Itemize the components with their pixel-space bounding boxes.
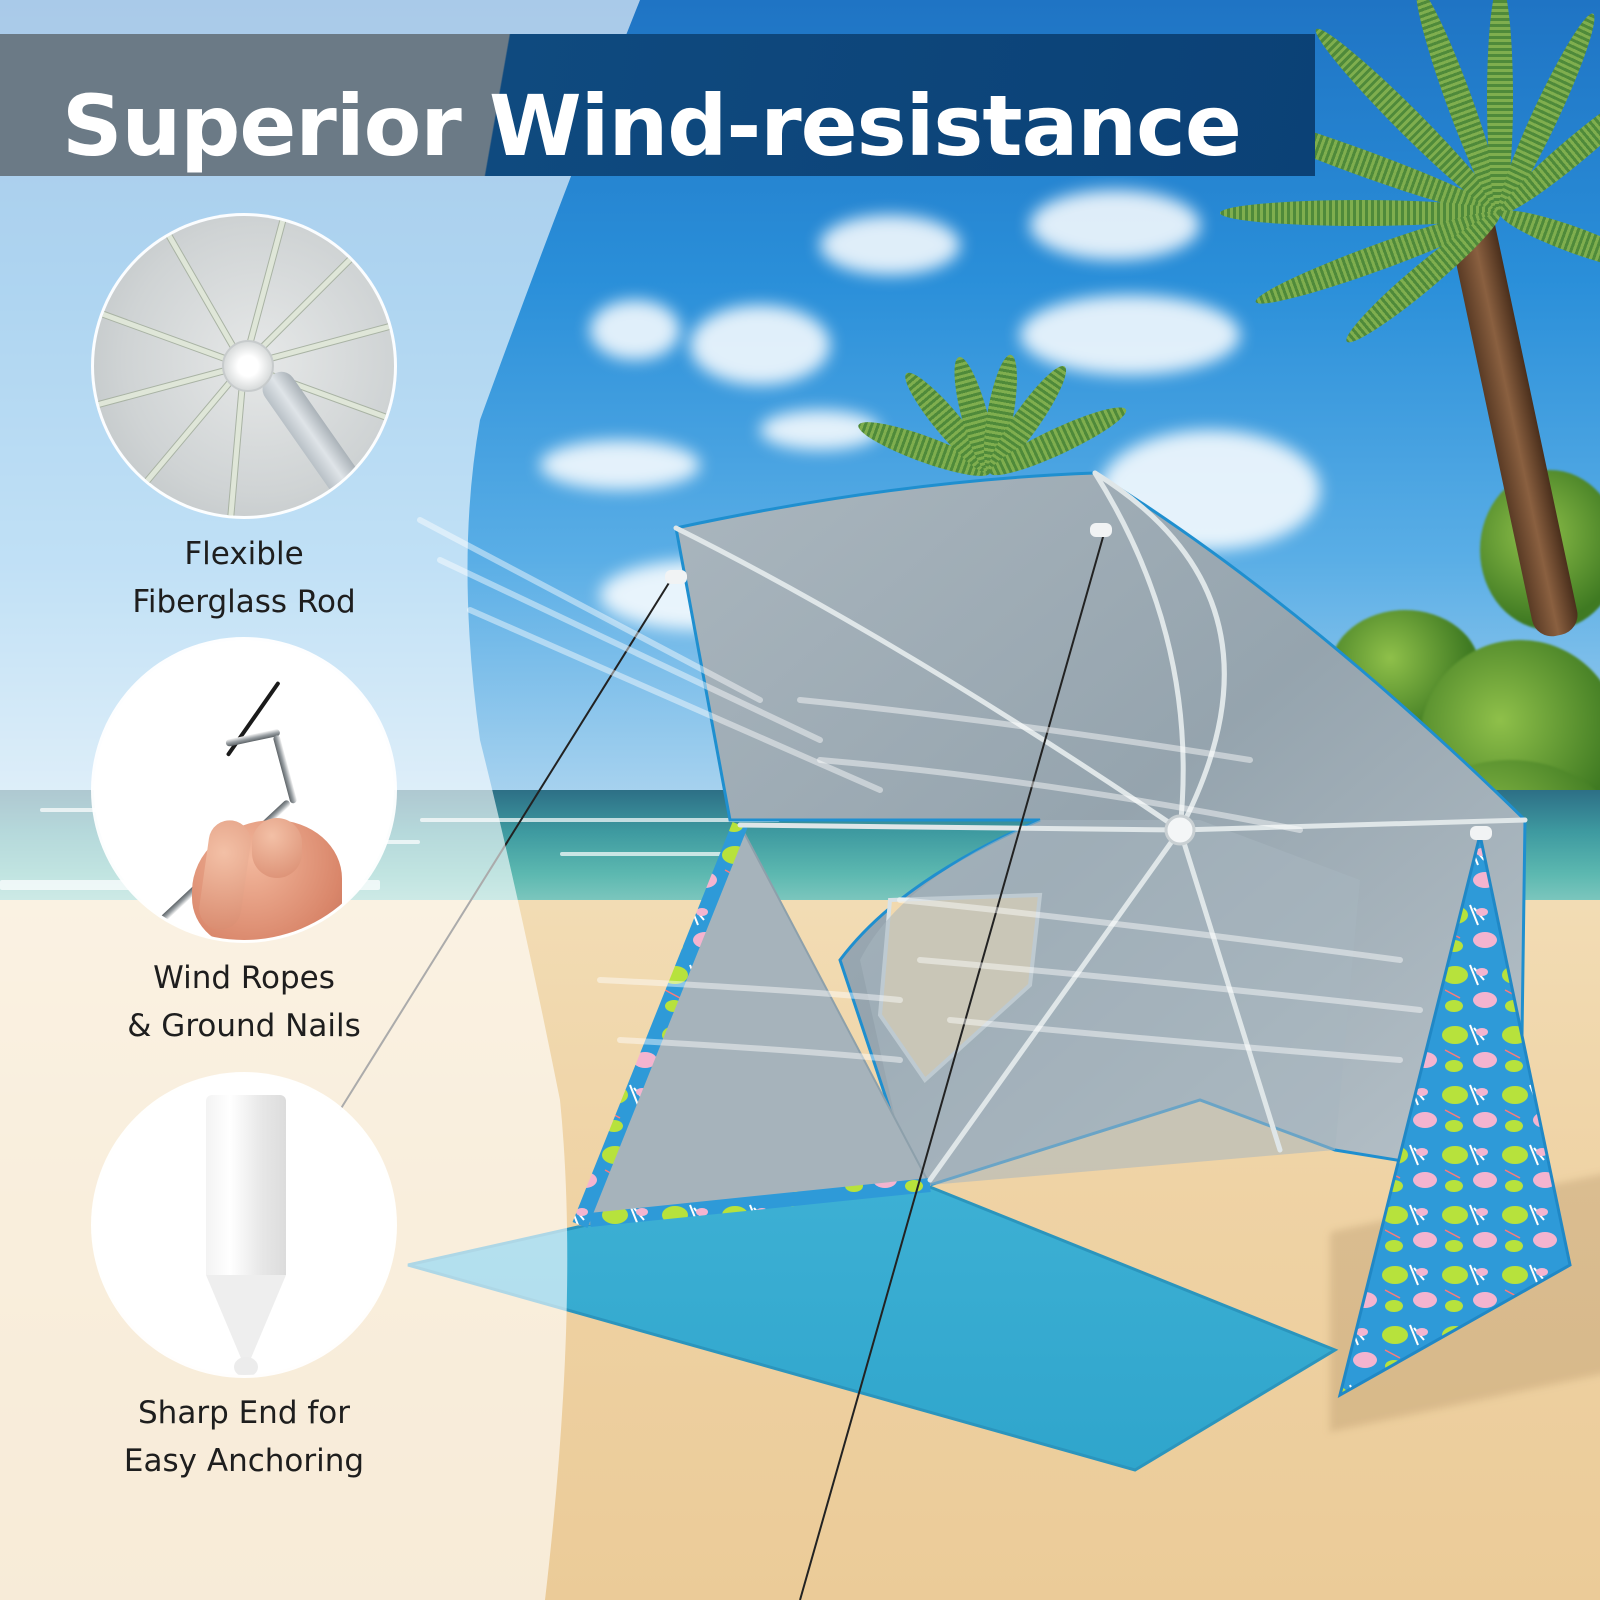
- feature-label-line2: Fiberglass Rod: [132, 584, 356, 620]
- page-title: Superior Wind-resistance: [62, 77, 1242, 175]
- tent-back-wall: [730, 820, 1360, 1185]
- feature-label: Sharp End for Easy Anchoring: [74, 1389, 414, 1485]
- tent-left-bottom-trim: [589, 1178, 931, 1227]
- feature-label-line1: Flexible: [184, 536, 304, 572]
- feature-label-line2: & Ground Nails: [127, 1008, 361, 1044]
- feature-label: Wind Ropes & Ground Nails: [74, 954, 414, 1050]
- rope-clip: [1090, 523, 1112, 537]
- feature-label-line2: Easy Anchoring: [123, 1443, 365, 1479]
- wave-foam: [560, 852, 740, 856]
- cloud: [1030, 190, 1200, 260]
- wind-rope-stake-icon: [94, 640, 394, 940]
- feature-sharp-end: Sharp End for Easy Anchoring: [74, 1075, 414, 1485]
- tent-hub: [1164, 814, 1196, 846]
- feature-wind-ropes: Wind Ropes & Ground Nails: [74, 640, 414, 1050]
- header-banner: Superior Wind-resistance: [0, 34, 1315, 176]
- rope-clip: [665, 570, 687, 584]
- rope-clip: [1470, 826, 1492, 840]
- tent-right-panel: [1337, 834, 1572, 1399]
- cloud: [690, 305, 830, 385]
- cloud: [1020, 295, 1240, 375]
- feature-label: Flexible Fiberglass Rod: [74, 530, 414, 626]
- feature-fiberglass-rod: Flexible Fiberglass Rod: [74, 216, 414, 626]
- feature-label-line1: Wind Ropes: [153, 960, 335, 996]
- umbrella-ribs-icon: [94, 216, 394, 516]
- sharp-peg-icon: [94, 1075, 394, 1375]
- tent-floor-mat: [407, 1183, 1339, 1472]
- cloud: [820, 215, 960, 275]
- feature-label-line1: Sharp End for: [138, 1395, 350, 1431]
- tent-ribs: [673, 470, 1528, 1183]
